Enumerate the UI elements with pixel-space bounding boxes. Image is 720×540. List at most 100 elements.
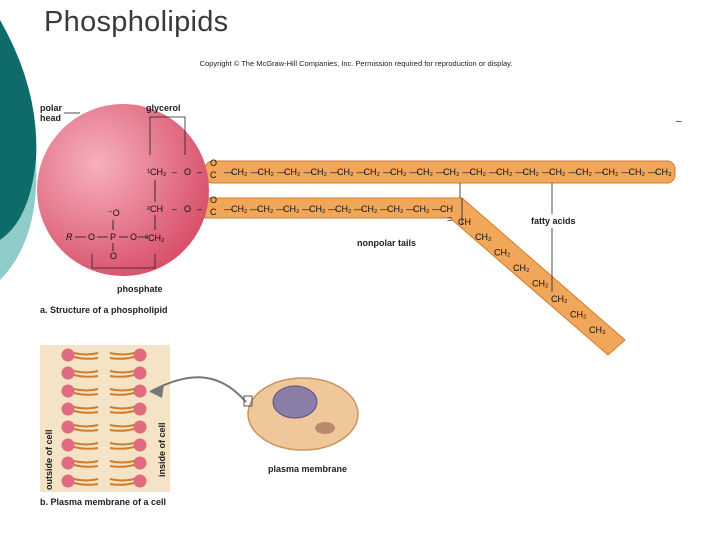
chem-o-1: O — [184, 167, 191, 177]
lower-chain-group: —CH₂—CH₂—CH₂—CH₂—CH₂—CH₂—CH₂—CH₂—CH — [224, 204, 453, 214]
lower-chain-bond: — — [302, 204, 311, 214]
upper-chain-bond: — — [622, 167, 631, 177]
upper-chain-bond: — — [595, 167, 604, 177]
kink-carbon: CH₂ — [494, 248, 511, 258]
upper-chain-bond: — — [357, 167, 366, 177]
membrane-tail — [73, 478, 99, 486]
upper-chain-carbon: CH₃ — [655, 167, 672, 177]
upper-chain-bond: — — [224, 167, 233, 177]
lower-chain-bond: — — [354, 204, 363, 214]
upper-chain-carbon: CH₂ — [390, 167, 407, 177]
upper-chain-carbon: CH₂ — [258, 167, 275, 177]
lower-chain-carbon: CH₂ — [413, 204, 430, 214]
upper-chain-carbon: CH₂ — [337, 167, 354, 177]
membrane-tail — [73, 460, 99, 468]
chem-c1: ¹CH₂ — [147, 167, 167, 177]
lower-chain-ch: CH — [440, 204, 453, 214]
chem-o-r: O — [88, 232, 95, 242]
upper-chain-bond: — — [463, 167, 472, 177]
lower-chain-bond: — — [276, 204, 285, 214]
chem-dash-1: – — [172, 167, 177, 177]
upper-chain-bond: — — [304, 167, 313, 177]
membrane-heads-group — [61, 348, 147, 488]
kink-carbon: CH₂ — [570, 310, 587, 320]
lower-chain-bond: — — [406, 204, 415, 214]
upper-chain-bond: — — [436, 167, 445, 177]
upper-chain-bond: — — [542, 167, 551, 177]
polar-head-label-2: head — [40, 113, 61, 123]
membrane-head — [61, 420, 75, 434]
chem-c-carbonyl-2: C — [210, 207, 217, 217]
upper-chain-carbon: CH₂ — [523, 167, 540, 177]
membrane-head — [133, 366, 147, 380]
upper-chain-carbon: CH₂ — [549, 167, 566, 177]
membrane-tail — [73, 424, 99, 432]
membrane-tail — [73, 352, 99, 360]
lower-chain-carbon: CH₂ — [283, 204, 300, 214]
phosphate-label: phosphate — [117, 284, 163, 294]
chem-c2: ²CH — [147, 204, 163, 214]
membrane-head — [61, 348, 75, 362]
copyright-notice: Copyright © The McGraw-Hill Companies, I… — [199, 59, 513, 68]
chem-o-2: O — [184, 204, 191, 214]
membrane-head — [61, 366, 75, 380]
plasma-membrane-label: plasma membrane — [268, 464, 347, 474]
nonpolar-tails-label: nonpolar tails — [357, 238, 416, 248]
membrane-tail — [73, 442, 99, 450]
polar-head-sphere — [37, 104, 209, 276]
membrane-tail — [73, 406, 99, 414]
lower-chain-carbon: CH₂ — [335, 204, 352, 214]
membrane-head — [61, 438, 75, 452]
chem-o-carbonyl-2: O — [210, 195, 217, 205]
membrane-head — [133, 438, 147, 452]
upper-chain-group: —CH₂—CH₂—CH₂—CH₂—CH₂—CH₂—CH₂—CH₂—CH₂—CH₂… — [224, 167, 672, 177]
zoom-arrow-head — [150, 384, 164, 398]
fatty-acids-label: fatty acids — [531, 216, 576, 226]
cell-nucleus — [272, 385, 318, 419]
dash-mark: – — [676, 116, 682, 127]
upper-chain-bond: — — [489, 167, 498, 177]
upper-chain-bond: — — [648, 167, 657, 177]
cell-organelle — [315, 422, 335, 434]
lower-chain-bond: — — [380, 204, 389, 214]
membrane-head — [133, 474, 147, 488]
membrane-tail — [73, 388, 99, 396]
upper-chain-bond: — — [569, 167, 578, 177]
upper-chain-carbon: CH₂ — [496, 167, 513, 177]
kink-ch: CH — [458, 217, 471, 227]
upper-chain-carbon: CH₂ — [470, 167, 487, 177]
upper-chain-carbon: CH₂ — [417, 167, 434, 177]
membrane-tail — [109, 460, 135, 468]
chem-p: P — [110, 232, 116, 242]
glycerol-bracket — [149, 116, 186, 155]
cell-zoom-box — [243, 395, 253, 407]
upper-chain-bond: — — [251, 167, 260, 177]
chem-dash-4: – — [197, 204, 202, 214]
kink-carbon: CH₂ — [532, 279, 549, 289]
glycerol-label: glycerol — [146, 103, 181, 113]
upper-chain-bond: — — [330, 167, 339, 177]
upper-chain-carbon: CH₂ — [576, 167, 593, 177]
chem-r: R — [66, 232, 73, 242]
kink-carbon: CH₂ — [513, 263, 530, 273]
chem-c3: ³CH₂ — [145, 233, 165, 243]
membrane-tail — [109, 388, 135, 396]
membrane-tail — [109, 478, 135, 486]
lower-chain-bond: — — [328, 204, 337, 214]
upper-chain-carbon: CH₂ — [231, 167, 248, 177]
polar-head-label-1: polar — [40, 103, 63, 113]
lower-chain-bond: — — [432, 204, 441, 214]
inside-cell-label: inside of cell — [157, 422, 167, 477]
upper-chain-carbon: CH₂ — [364, 167, 381, 177]
membrane-tail — [109, 352, 135, 360]
caption-b: b. Plasma membrane of a cell — [40, 497, 166, 507]
lower-chain-carbon: CH₂ — [257, 204, 274, 214]
membrane-tail — [109, 370, 135, 378]
upper-chain-carbon: CH₂ — [443, 167, 460, 177]
upper-chain-carbon: CH₂ — [629, 167, 646, 177]
upper-chain-carbon: CH₂ — [284, 167, 301, 177]
membrane-head — [61, 384, 75, 398]
membrane-tail — [73, 370, 99, 378]
membrane-head — [133, 420, 147, 434]
